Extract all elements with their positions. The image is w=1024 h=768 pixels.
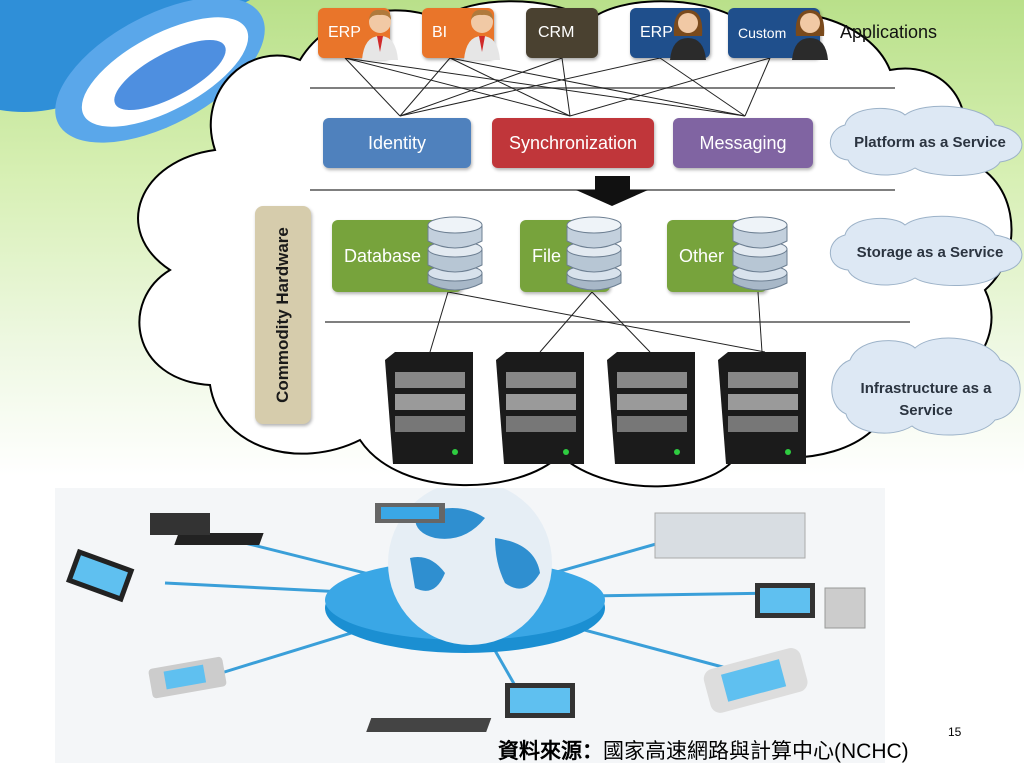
storage-label: File	[532, 245, 562, 266]
commodity-hardware-box: Commodity Hardware	[255, 206, 311, 424]
source-label: 資料來源：	[498, 740, 603, 763]
businesswoman-icon	[792, 10, 828, 60]
iaas-cloud: Infrastructure as a Service	[842, 370, 1010, 430]
layer-label: Platform as a Service	[854, 134, 1006, 151]
layer-label: Storage as a Service	[856, 244, 1004, 261]
storage-label: Other	[679, 245, 725, 266]
storage-label: Database	[344, 245, 422, 266]
businessman-icon	[464, 9, 500, 60]
database-cylinder-icon	[732, 216, 788, 291]
service-synchronization: Synchronization	[492, 118, 654, 168]
app-label: ERP	[328, 24, 361, 41]
source-text: 國家高速網路與計算中心(NCHC)	[603, 740, 909, 763]
app-label: BI	[432, 24, 448, 41]
commodity-hardware-label: Commodity Hardware	[273, 227, 292, 403]
paas-cloud: Platform as a Service	[830, 105, 1024, 180]
app-crm: CRM	[526, 8, 598, 58]
database-cylinder-icon	[566, 216, 622, 291]
source-citation: 資料來源：國家高速網路與計算中心(NCHC)	[498, 735, 909, 765]
businessman-icon	[362, 9, 398, 60]
service-label: Identity	[367, 132, 427, 153]
app-label: Custom	[738, 25, 787, 41]
page-number: 15	[948, 725, 962, 739]
service-label: Messaging	[699, 132, 787, 153]
service-identity: Identity	[323, 118, 471, 168]
saas-storage-cloud: Storage as a Service	[830, 215, 1024, 290]
applications-label: Applications	[840, 22, 938, 42]
app-label: ERP	[640, 24, 673, 41]
app-label: CRM	[538, 24, 575, 41]
servers	[385, 352, 806, 464]
service-label: Synchronization	[508, 132, 638, 153]
database-cylinder-icon	[427, 216, 483, 291]
layer-label: Infrastructure as a Service	[860, 380, 992, 419]
businesswoman-icon	[670, 10, 706, 60]
service-messaging: Messaging	[673, 118, 813, 168]
global-network-illustration	[55, 488, 885, 763]
